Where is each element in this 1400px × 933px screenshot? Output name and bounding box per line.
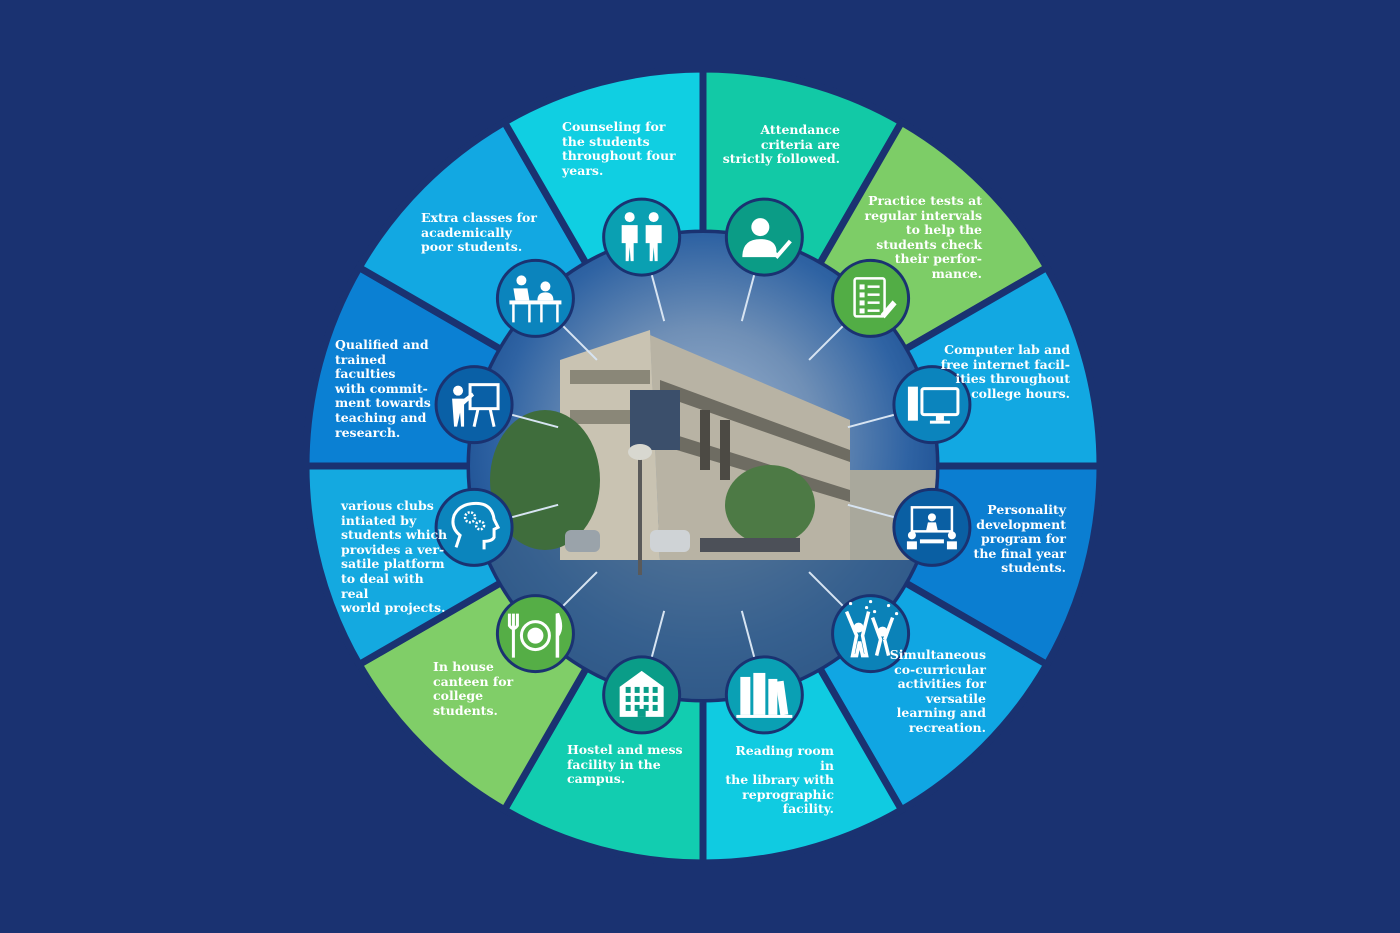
segment-label-reading-room: Reading room in the library with reprogr… xyxy=(725,743,834,817)
celebration-icon xyxy=(831,594,911,674)
books-icon xyxy=(724,655,804,735)
person-check-icon xyxy=(724,197,804,277)
segment-label-clubs: various clubs intiated by students which… xyxy=(341,498,448,616)
two-people-icon xyxy=(602,197,682,277)
segment-label-extra-classes: Extra classes for academically poor stud… xyxy=(421,210,537,255)
mind-gears-icon xyxy=(434,487,514,567)
building-icon xyxy=(602,655,682,735)
checklist-icon xyxy=(831,258,911,338)
segment-label-attendance: Attendance criteria are strictly followe… xyxy=(722,122,840,167)
segment-label-practice-tests: Practice tests at regular intervals to h… xyxy=(864,193,982,281)
presentation-group-icon xyxy=(892,487,972,567)
segment-label-personality: Personality development program for the … xyxy=(973,502,1066,576)
segment-icons xyxy=(434,197,972,735)
segment-label-faculties: Qualified and trained faculties with com… xyxy=(335,337,431,440)
teacher-board-icon xyxy=(434,365,514,445)
segment-label-canteen: In house canteen for college students. xyxy=(433,659,514,718)
dining-icon xyxy=(495,594,575,674)
segment-label-counseling: Counseling for the students throughout f… xyxy=(562,119,676,178)
computer-icon xyxy=(892,365,972,445)
segment-label-hostel: Hostel and mess facility in the campus. xyxy=(567,742,683,787)
segment-label-co-curricular: Simultaneous co-curricular activities fo… xyxy=(889,647,986,735)
segment-label-computer-lab: Computer lab and free internet facil- it… xyxy=(940,342,1070,401)
classroom-icon xyxy=(495,258,575,338)
